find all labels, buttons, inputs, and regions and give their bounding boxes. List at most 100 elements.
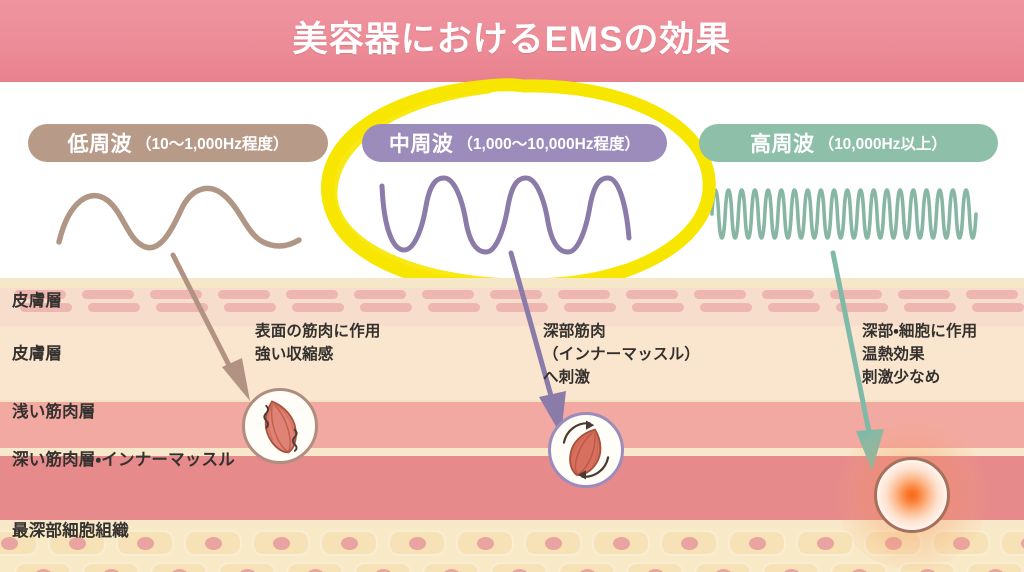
epidermis-capsule <box>490 290 542 299</box>
cell-nucleus <box>681 537 698 550</box>
note-mid-line-3: へ刺激 <box>543 369 591 386</box>
cell-nucleus <box>239 569 256 572</box>
note-low-line-1: 表面の筋肉に作用 <box>255 323 381 340</box>
layer-deep-separator <box>0 520 1024 530</box>
epidermis-capsule <box>286 290 338 299</box>
note-mid-line-1: 深部筋肉 <box>543 323 606 340</box>
tissue-cell <box>864 530 922 556</box>
muscle-fiber-icon <box>263 400 298 454</box>
cell-nucleus <box>579 569 596 572</box>
epidermis-capsule <box>422 290 474 299</box>
cell-nucleus <box>1 537 18 550</box>
mid-frequency-waveform <box>379 175 632 255</box>
epidermis-capsule <box>768 303 820 312</box>
cell-nucleus <box>783 569 800 572</box>
epidermis-capsule <box>626 290 678 299</box>
note-high-line-3: 刺激少なめ <box>862 369 941 386</box>
epidermis-capsule <box>360 303 412 312</box>
epidermis-capsule <box>694 290 746 299</box>
note-mid-line-2: （インナーマッスル） <box>543 346 701 363</box>
cell-nucleus <box>477 537 494 550</box>
epidermis-capsule <box>292 303 344 312</box>
badge-high-main: 高周波 <box>750 133 815 156</box>
heat-glow-icon <box>874 457 950 533</box>
epidermis-capsule <box>496 303 548 312</box>
cell-tissue-row-top <box>0 530 1024 560</box>
cell-nucleus <box>919 569 936 572</box>
epidermis-capsule <box>830 290 882 299</box>
cell-nucleus <box>715 569 732 572</box>
cell-nucleus <box>69 537 86 550</box>
layer-shallow-muscle <box>0 402 1024 450</box>
cell-nucleus <box>103 569 120 572</box>
badge-mid-sub: （1,000〜10,000Hz程度） <box>457 136 641 153</box>
epidermis-capsule <box>224 303 276 312</box>
cell-nucleus <box>307 569 324 572</box>
tissue-cell <box>1000 530 1024 556</box>
low-frequency-waveform <box>56 185 302 251</box>
cell-nucleus <box>613 537 630 550</box>
page-title: 美容器におけるEMSの効果 <box>292 20 732 59</box>
header-band-gradient <box>0 0 1024 82</box>
muscle-fiber-rotating-icon <box>562 420 610 480</box>
epidermis-capsule <box>218 290 270 299</box>
cell-nucleus <box>749 537 766 550</box>
epidermis-capsule <box>966 290 1018 299</box>
layer-shallow-separator <box>0 448 1024 457</box>
epidermis-capsule <box>972 303 1024 312</box>
cell-tissue-row-bottom <box>0 562 1024 572</box>
epidermis-capsule <box>700 303 752 312</box>
tissue-cell <box>252 530 310 556</box>
layer-deep-muscle <box>0 456 1024 522</box>
note-high-frequency: 深部・細胞に作用 温熱効果 刺激少なめ <box>862 320 977 389</box>
cell-nucleus <box>885 537 902 550</box>
high-frequency-waveform <box>710 188 978 240</box>
epidermis-capsule <box>632 303 684 312</box>
epidermis-capsule <box>898 290 950 299</box>
cell-nucleus <box>647 569 664 572</box>
layer-label-deep-muscle: 深い筋肉層・インナーマッスル <box>12 451 235 469</box>
note-high-line-2: 温熱効果 <box>862 346 925 363</box>
cell-nucleus <box>273 537 290 550</box>
muscle-icon-shallow <box>242 388 318 464</box>
skin-surface-strip <box>0 278 1024 288</box>
epidermis-capsule <box>14 290 66 299</box>
layer-label-deep-cells: 最深部細胞組織 <box>12 522 129 540</box>
cell-nucleus <box>851 569 868 572</box>
cell-nucleus <box>1021 537 1024 550</box>
epidermis-capsule <box>564 303 616 312</box>
note-high-line-1: 深部・細胞に作用 <box>862 323 978 340</box>
cell-nucleus <box>171 569 188 572</box>
cell-nucleus <box>511 569 528 572</box>
cell-nucleus <box>817 537 834 550</box>
cell-nucleus <box>409 537 426 550</box>
epidermis-capsule <box>20 303 72 312</box>
epidermis-capsule <box>836 303 888 312</box>
badge-low-frequency[interactable]: 低周波 （10〜1,000Hz程度） <box>28 124 328 162</box>
muscle-icon-deep <box>548 412 624 488</box>
epidermis-capsule <box>428 303 480 312</box>
cell-nucleus <box>205 537 222 550</box>
note-mid-frequency: 深部筋肉 （インナーマッスル） へ刺激 <box>543 320 700 389</box>
cell-nucleus <box>545 537 562 550</box>
epidermis-capsule <box>354 290 406 299</box>
layer-label-shallow-muscle: 浅い筋肉層 <box>12 403 96 421</box>
cell-nucleus <box>953 537 970 550</box>
badge-low-main: 低周波 <box>67 133 132 156</box>
epidermis-capsule-row-top <box>0 290 1024 300</box>
badge-mid-main: 中周波 <box>388 133 454 156</box>
epidermis-capsule <box>762 290 814 299</box>
badge-high-sub: （10,000Hz以上） <box>818 136 947 153</box>
badge-mid-frequency[interactable]: 中周波 （1,000〜10,000Hz程度） <box>362 124 667 162</box>
cell-nucleus <box>443 569 460 572</box>
header-band <box>0 0 1024 82</box>
epidermis-capsule <box>150 290 202 299</box>
tissue-cell <box>456 530 514 556</box>
cell-nucleus <box>987 569 1004 572</box>
epidermis-capsule <box>904 303 956 312</box>
layer-label-epidermis: 皮膚層 <box>12 292 63 310</box>
cell-nucleus <box>341 537 358 550</box>
badge-high-frequency[interactable]: 高周波 （10,000Hz以上） <box>699 124 998 162</box>
cell-nucleus <box>137 537 154 550</box>
note-low-frequency: 表面の筋肉に作用 強い収縮感 <box>255 320 381 366</box>
